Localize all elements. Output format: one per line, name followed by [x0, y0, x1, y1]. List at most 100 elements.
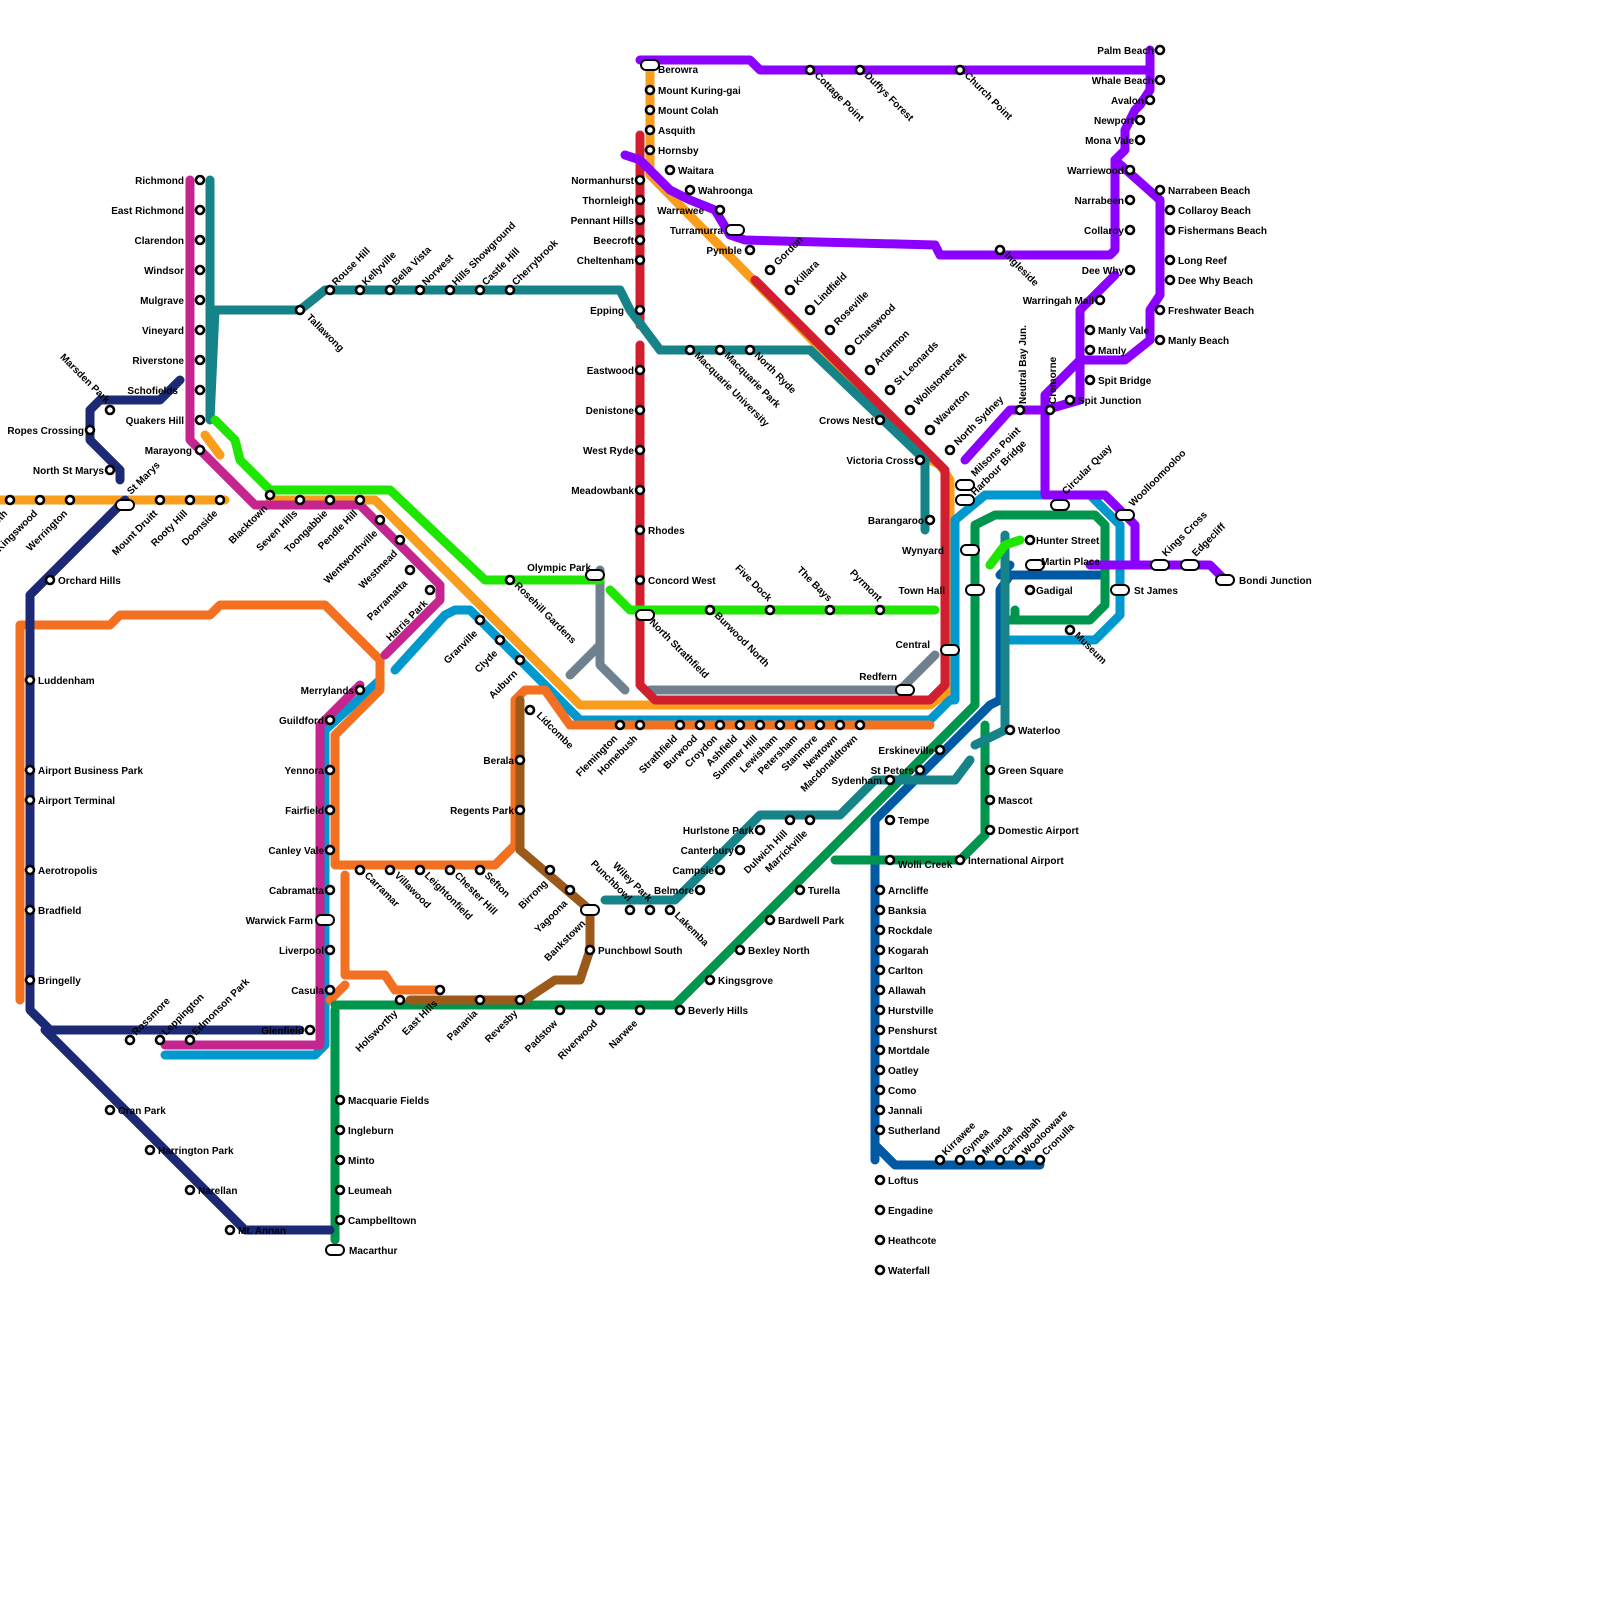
station-cottage-point[interactable]	[804, 64, 816, 76]
station-mascot[interactable]	[984, 794, 996, 806]
station-dee-why-beach[interactable]	[1164, 274, 1176, 286]
station-north-strathfield[interactable]	[635, 609, 655, 621]
station-bringelly[interactable]	[24, 974, 36, 986]
station-guildford[interactable]	[324, 714, 336, 726]
station-belmore[interactable]	[694, 884, 706, 896]
station-caringbah[interactable]	[994, 1154, 1006, 1166]
station-summer-hill[interactable]	[754, 719, 766, 731]
station-leightonfield[interactable]	[414, 864, 426, 876]
station-newtown[interactable]	[834, 719, 846, 731]
station-pyrmont[interactable]	[874, 604, 886, 616]
station-bexley-north[interactable]	[734, 944, 746, 956]
station-crows-nest[interactable]	[874, 414, 886, 426]
station-beecroft[interactable]	[634, 234, 646, 246]
station-mount-druitt[interactable]	[154, 494, 166, 506]
station-waterfall[interactable]	[874, 1264, 886, 1276]
station-harrington-park[interactable]	[144, 1144, 156, 1156]
station-cherrybrook[interactable]	[504, 284, 516, 296]
station-bella-vista[interactable]	[384, 284, 396, 296]
station-burwood-north[interactable]	[704, 604, 716, 616]
station-bankstown[interactable]	[580, 904, 600, 916]
station-lindfield[interactable]	[804, 304, 816, 316]
station-birrong[interactable]	[544, 864, 556, 876]
station-whale-beach[interactable]	[1154, 74, 1166, 86]
station-avalon[interactable]	[1144, 94, 1156, 106]
station-thornleigh[interactable]	[634, 194, 646, 206]
station-north-st-marys[interactable]	[104, 464, 116, 476]
station-victoria-cross[interactable]	[914, 454, 926, 466]
station-tempe[interactable]	[884, 814, 896, 826]
station-edgecliff[interactable]	[1180, 559, 1200, 571]
station-leumeah[interactable]	[334, 1184, 346, 1196]
station-hurstville[interactable]	[874, 1004, 886, 1016]
station-windsor[interactable]	[194, 264, 206, 276]
station-duffys-forest[interactable]	[854, 64, 866, 76]
station-bradfield[interactable]	[24, 904, 36, 916]
station-macquarie-university[interactable]	[684, 344, 696, 356]
station-marayong[interactable]	[194, 444, 206, 456]
station-wiley-park[interactable]	[644, 904, 656, 916]
station-villawood[interactable]	[384, 864, 396, 876]
station-artarmon[interactable]	[864, 364, 876, 376]
station-dulwich-hill[interactable]	[784, 814, 796, 826]
station-town-hall[interactable]	[965, 584, 985, 596]
station-tallawong[interactable]	[294, 304, 306, 316]
station-bondi-junction[interactable]	[1215, 574, 1235, 586]
station-lewisham[interactable]	[774, 719, 786, 731]
station-wollstonecraft[interactable]	[904, 404, 916, 416]
station-heathcote[interactable]	[874, 1234, 886, 1246]
station-liverpool[interactable]	[324, 944, 336, 956]
station-gordon[interactable]	[764, 264, 776, 276]
station-schofields[interactable]	[194, 384, 206, 396]
station-orchard-hills[interactable]	[44, 574, 56, 586]
station-manly-vale[interactable]	[1084, 324, 1096, 336]
station-narwee[interactable]	[634, 1004, 646, 1016]
station-sefton[interactable]	[474, 864, 486, 876]
station-milsons-point[interactable]	[955, 479, 975, 491]
station-clyde[interactable]	[494, 634, 506, 646]
station-yagoona[interactable]	[564, 884, 576, 896]
station-hunter-street[interactable]	[1024, 534, 1036, 546]
station-rossmore[interactable]	[124, 1034, 136, 1046]
station-carramar[interactable]	[354, 864, 366, 876]
station-punchbowl-south[interactable]	[584, 944, 596, 956]
station-cheltenham[interactable]	[634, 254, 646, 266]
station-glenfield[interactable]	[304, 1024, 316, 1036]
station-st-leonards[interactable]	[884, 384, 896, 396]
station-gadigal[interactable]	[1024, 584, 1036, 596]
station-granville[interactable]	[474, 614, 486, 626]
station-berowra[interactable]	[640, 59, 660, 71]
station-aerotropolis[interactable]	[24, 864, 36, 876]
station-warwick-farm[interactable]	[315, 914, 335, 926]
station-warringah-mall[interactable]	[1094, 294, 1106, 306]
station-regents-park[interactable]	[514, 804, 526, 816]
station-roseville[interactable]	[824, 324, 836, 336]
station-woolooware[interactable]	[1014, 1154, 1026, 1166]
station-kellyville[interactable]	[354, 284, 366, 296]
station-denistone[interactable]	[634, 404, 646, 416]
station-miranda[interactable]	[974, 1154, 986, 1166]
station-homebush[interactable]	[634, 719, 646, 731]
station-arncliffe[interactable]	[874, 884, 886, 896]
station-fishermans-beach[interactable]	[1164, 224, 1176, 236]
station-jannali[interactable]	[874, 1104, 886, 1116]
station-spit-bridge[interactable]	[1084, 374, 1096, 386]
station-riverstone[interactable]	[194, 354, 206, 366]
station-mortdale[interactable]	[874, 1044, 886, 1056]
station-kogarah[interactable]	[874, 944, 886, 956]
station-hills-showground[interactable]	[444, 284, 456, 296]
station-leppington[interactable]	[154, 1034, 166, 1046]
station-palm-beach[interactable]	[1154, 44, 1166, 56]
station-rhodes[interactable]	[634, 524, 646, 536]
station-warrawee[interactable]	[714, 204, 726, 216]
station-long-reef[interactable]	[1164, 254, 1176, 266]
station-green-square[interactable]	[984, 764, 996, 776]
station-neutral-bay-jun[interactable]	[1014, 404, 1026, 416]
station-pymble[interactable]	[744, 244, 756, 256]
station-cabramatta[interactable]	[324, 884, 336, 896]
station-strathfield[interactable]	[674, 719, 686, 731]
station-narrabeen-beach[interactable]	[1154, 184, 1166, 196]
station-toongabbie[interactable]	[324, 494, 336, 506]
station-erskineville[interactable]	[934, 744, 946, 756]
station-five-dock[interactable]	[764, 604, 776, 616]
